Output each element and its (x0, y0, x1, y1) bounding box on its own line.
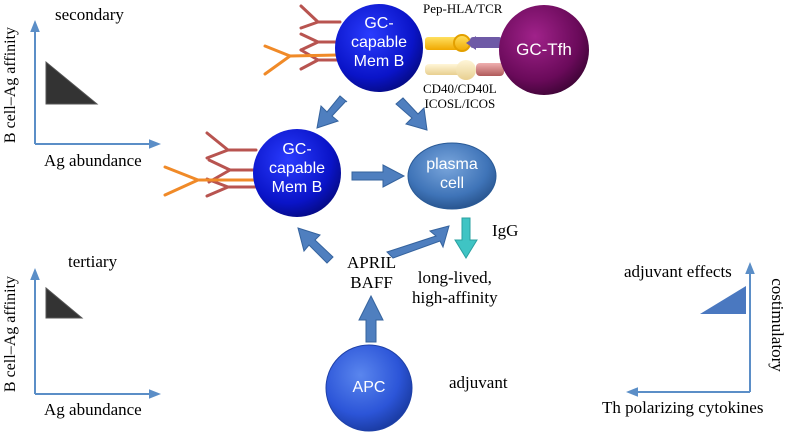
icos-label: ICOSL/ICOS (424, 95, 496, 111)
secondary-title: secondary (55, 5, 124, 24)
adjuvant-effects-title: adjuvant effects (624, 262, 732, 281)
antibodies-mid (163, 131, 260, 198)
arrow-april-to-plasma (386, 225, 450, 259)
baff-label: BAFF (350, 272, 393, 292)
mem-b-mid-cell (253, 129, 341, 217)
arrow-apc-to-april (358, 294, 384, 343)
adjuvant-label: adjuvant (449, 373, 508, 392)
tertiary-title: tertiary (68, 252, 118, 271)
secondary-x-axis-label: Ag abundance (44, 151, 142, 170)
tertiary-triangle (45, 286, 84, 319)
flow-arrows (297, 95, 450, 343)
mem-b-mid-label: GC- capable Mem B (268, 141, 326, 197)
long-lived-label: long-lived, high-affinity (412, 268, 498, 307)
synapse-molecules (425, 34, 504, 80)
adjuvant-x-axis-label: Th polarizing cytokines (602, 398, 764, 417)
arrow-top-to-plasma (395, 97, 428, 131)
april-baff-label: APRIL BAFF (347, 253, 396, 292)
adjuvant-y-axis-label: costimulatory (768, 278, 786, 372)
adjuvant-axes (626, 262, 755, 397)
tertiary-y-axis-label: B cell–Ag affinity (2, 275, 19, 393)
arrow-april-to-mid (297, 227, 334, 264)
gc-tfh-cell (499, 5, 589, 95)
april-label: APRIL (347, 253, 397, 272)
secondary-y-axis-label: B cell–Ag affinity (2, 26, 19, 144)
antibodies-top (263, 4, 342, 76)
cd40-label: CD40/CD40L (423, 81, 497, 96)
mem-b-top-label: GC- capable Mem B (350, 15, 408, 71)
tertiary-axes (30, 268, 161, 399)
apc-label: APC (352, 379, 386, 396)
plasma-cell (407, 142, 497, 210)
plasma-cell-label: plasma cell (426, 156, 478, 193)
adjuvant-triangle (700, 286, 746, 314)
secondary-axes (30, 20, 161, 149)
tertiary-x-axis-label: Ag abundance (44, 400, 142, 419)
secondary-triangle (45, 60, 99, 105)
apc-cell (325, 344, 413, 432)
arrow-plasma-to-igg (454, 217, 478, 259)
gc-tfh-label: GC-Tfh (516, 40, 572, 59)
arrow-top-to-mid (316, 95, 348, 129)
pep-hla-tcr-label: Pep-HLA/TCR (423, 1, 503, 16)
costim-labels: CD40/CD40L ICOSL/ICOS (423, 81, 497, 112)
arrow-mid-to-plasma (351, 164, 406, 188)
mem-b-top-cell (335, 4, 423, 92)
igg-label: IgG (492, 221, 519, 240)
